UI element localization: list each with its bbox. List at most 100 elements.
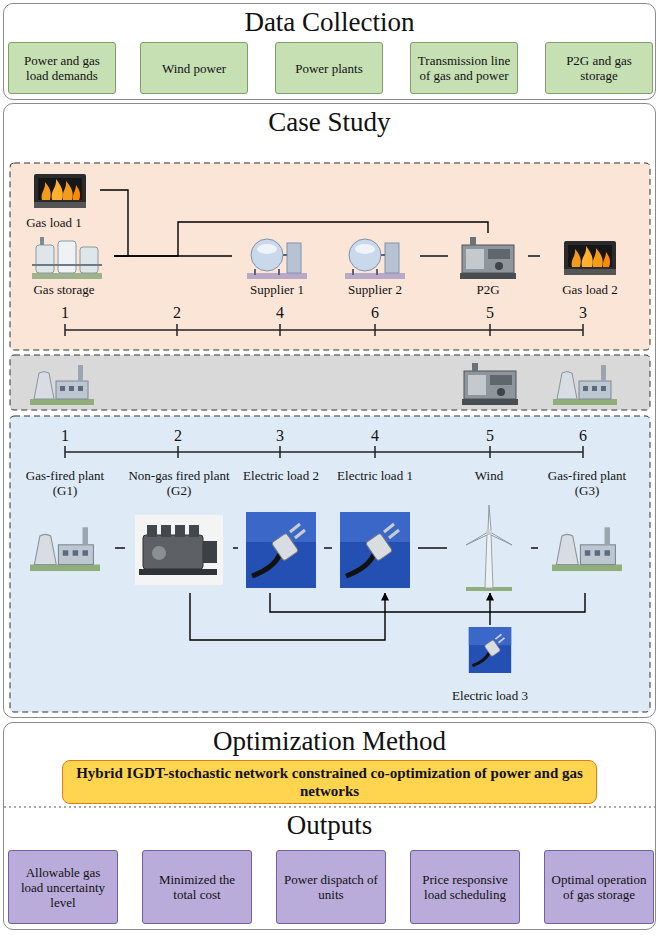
component-label: Supplier 1 — [250, 282, 304, 297]
label-holder: 2 — [163, 427, 193, 445]
title-holder: Optimization Method — [4, 726, 655, 757]
plant-icon — [30, 365, 94, 405]
section-title: Data Collection — [4, 7, 655, 38]
component-label: Electric load 2 — [243, 468, 319, 483]
component-label: Gas load 1 — [26, 215, 82, 230]
load-icon — [246, 512, 316, 588]
storage-icon — [32, 237, 102, 279]
component-label: Gas-fired plant (G3) — [538, 468, 636, 498]
section-panel: Data CollectionPower and gas load demand… — [3, 3, 656, 100]
component-node: Non-gas fired plant (G2) — [125, 468, 233, 593]
connector-line — [418, 547, 447, 548]
data-box: P2G and gas storage — [545, 42, 653, 94]
box-text: Power plants — [295, 61, 363, 76]
box-text: Optimal operation of gas storage — [549, 872, 649, 902]
component-node: Supplier 2 — [330, 233, 420, 297]
component-label: Gas storage — [33, 282, 94, 297]
connector-line — [270, 593, 585, 612]
data-box: Transmission line of gas and power — [410, 42, 518, 94]
output-box: Optimal operation of gas storage — [544, 850, 654, 924]
bus-number: 6 — [568, 427, 598, 445]
box-text: Price responsive load scheduling — [415, 872, 515, 902]
box-text: Power and gas load demands — [13, 53, 111, 83]
connector-line — [489, 593, 490, 625]
engine-icon — [135, 515, 223, 585]
component-node: Gas load 2 — [540, 233, 640, 297]
gas-load-icon — [564, 241, 616, 275]
component-label: Supplier 2 — [348, 282, 402, 297]
component-node: Electric load 1 — [332, 468, 418, 593]
data-box: Wind power — [140, 42, 248, 94]
component-node: Supplier 1 — [232, 233, 322, 297]
section-title: Optimization Method — [4, 726, 655, 757]
coupling-band — [10, 355, 650, 410]
bus-number: 1 — [50, 304, 80, 322]
data-box: Power plants — [275, 42, 383, 94]
label-holder: 6 — [360, 304, 390, 322]
connector-line — [324, 547, 332, 548]
divider-line — [4, 806, 655, 807]
box-text: Transmission line of gas and power — [415, 53, 513, 83]
output-box: Price responsive load scheduling — [410, 850, 520, 924]
bus-number: 5 — [475, 427, 505, 445]
method-box: Hybrid IGDT-stochastic network constrain… — [62, 760, 597, 804]
title-holder: Outputs — [4, 810, 655, 841]
component-node: Gas-fired plant (G1) — [15, 468, 115, 593]
label-holder: 2 — [162, 304, 192, 322]
bus-number: 6 — [360, 304, 390, 322]
supplier-icon — [345, 239, 405, 279]
bus-number: 2 — [162, 304, 192, 322]
section-panel: Optimization MethodOutputs Hybrid IGDT-st… — [3, 722, 656, 930]
plant-icon — [552, 527, 622, 571]
label-holder: 1 — [50, 304, 80, 322]
gas-region — [10, 163, 650, 350]
gas-bus — [65, 324, 583, 336]
component-label: Non-gas fired plant (G2) — [125, 468, 233, 498]
bus-number: 4 — [265, 304, 295, 322]
component-node: Gas load 1 — [8, 168, 100, 230]
bus-number: 2 — [163, 427, 193, 445]
label-holder: 5 — [475, 304, 505, 322]
connector-line — [100, 190, 128, 256]
component-node: Electric load 2 — [238, 468, 324, 593]
label-holder: 3 — [265, 427, 295, 445]
plant-icon — [553, 365, 617, 405]
bus-number: 1 — [50, 427, 80, 445]
component-label: Electric load 1 — [337, 468, 413, 483]
component-node: Gas-fired plant (G3) — [538, 468, 636, 593]
bus-number: 5 — [475, 304, 505, 322]
bus-number: 3 — [568, 304, 598, 322]
box-text: Allowable gas load uncertainty level — [13, 865, 113, 910]
label-holder: 6 — [568, 427, 598, 445]
component-label: Gas-fired plant (G1) — [15, 468, 115, 498]
box-text: Wind power — [162, 61, 226, 76]
plant-icon — [30, 527, 100, 571]
label-holder: 1 — [50, 427, 80, 445]
data-box: Power and gas load demands — [8, 42, 116, 94]
gas-load-icon — [34, 174, 86, 208]
component-label: Wind — [475, 468, 503, 483]
p2g-icon — [460, 237, 516, 279]
connector-line — [420, 255, 448, 256]
component-label: P2G — [476, 282, 499, 297]
component-node: Gas storage — [14, 233, 114, 297]
turbine-icon — [466, 505, 512, 591]
connector-line — [233, 547, 238, 548]
section-title: Outputs — [4, 810, 655, 841]
title-holder: Data Collection — [4, 7, 655, 38]
box-text: Hybrid IGDT-stochastic network constrain… — [67, 764, 592, 800]
section-title: Case Study — [4, 107, 655, 138]
component-label: Gas load 2 — [562, 282, 618, 297]
power-bus — [65, 446, 583, 458]
output-box: Power dispatch of units — [276, 850, 386, 924]
box-text: Minimized the total cost — [147, 872, 247, 902]
p2g-icon — [462, 363, 518, 405]
bus-number: 3 — [265, 427, 295, 445]
output-box: Allowable gas load uncertainty level — [8, 850, 118, 924]
label-holder: 5 — [475, 427, 505, 445]
connector-line — [528, 255, 540, 256]
connector-line — [190, 593, 385, 640]
supplier-icon — [247, 239, 307, 279]
component-node: Electric load 3 — [445, 625, 535, 703]
